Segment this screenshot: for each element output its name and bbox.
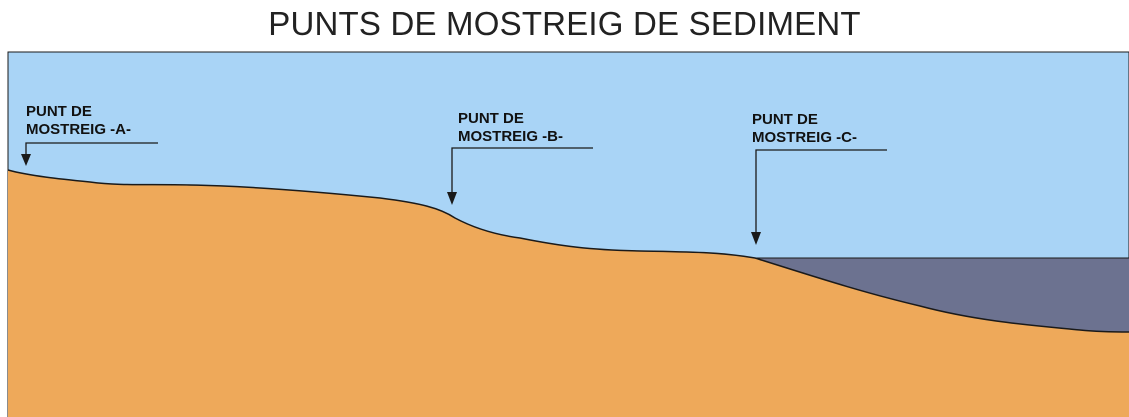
point-a-leader-line (25, 142, 158, 155)
point-b-label-line2: MOSTREIG -B- (458, 128, 563, 145)
point-b-leader-line (451, 147, 593, 193)
point-c-label-line1: PUNT DE (752, 111, 818, 128)
sampling-point-c: PUNT DE MOSTREIG -C- (751, 111, 887, 245)
point-a-arrow-icon (21, 154, 31, 166)
point-b-arrow-icon (447, 192, 457, 205)
point-c-arrow-icon (751, 232, 761, 245)
point-c-label-line2: MOSTREIG -C- (752, 129, 857, 146)
sampling-point-b: PUNT DE MOSTREIG -B- (447, 110, 593, 205)
point-a-label-line2: MOSTREIG -A- (26, 121, 131, 138)
point-a-label-line1: PUNT DE (26, 103, 92, 120)
point-c-leader-line (755, 149, 887, 233)
sediment-layer (8, 170, 1129, 417)
diagram-title: PUNTS DE MOSTREIG DE SEDIMENT (268, 5, 861, 42)
point-b-label-line1: PUNT DE (458, 110, 524, 127)
sampling-point-a: PUNT DE MOSTREIG -A- (21, 103, 158, 166)
seabed-outline (7, 169, 1129, 333)
